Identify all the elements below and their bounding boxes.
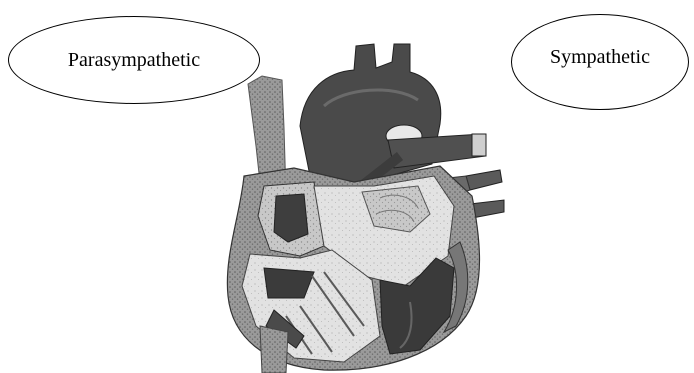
- heart-illustration: [204, 36, 514, 373]
- pulmonary-vein-upper: [466, 170, 502, 190]
- sympathetic-label: Sympathetic: [550, 46, 650, 69]
- pulmonary-artery: [388, 134, 486, 168]
- inferior-vena-cava: [260, 326, 288, 373]
- parasympathetic-label: Parasympathetic: [68, 49, 200, 72]
- sympathetic-oval: Sympathetic: [511, 14, 689, 110]
- right-atrium-cavity: [274, 194, 308, 242]
